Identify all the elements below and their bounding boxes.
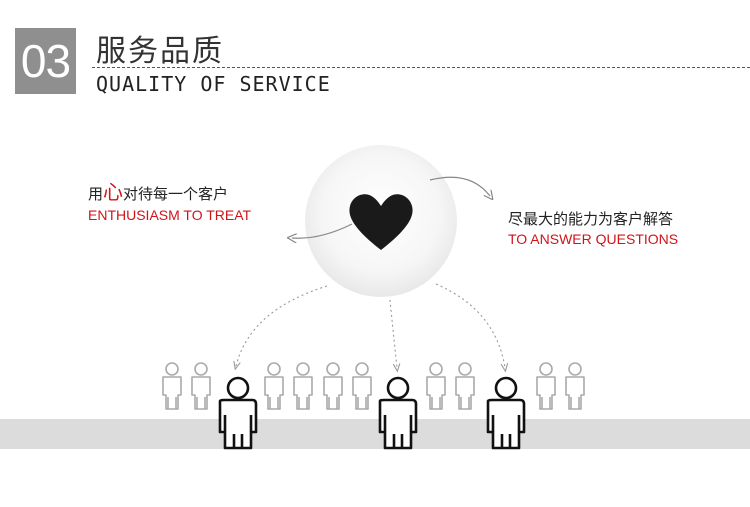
right-caption-cn: 尽最大的能力为客户解答 — [508, 210, 674, 228]
person-icon — [455, 362, 475, 410]
person-icon — [352, 362, 372, 410]
person-icon — [323, 362, 343, 410]
section-title-cn: 服务品质 — [96, 34, 224, 69]
right-caption: 尽最大的能力为客户解答 TO ANSWER QUESTIONS — [508, 208, 678, 247]
person-icon — [486, 376, 526, 450]
dotted-arrow-left — [236, 285, 328, 366]
right-caption-en: TO ANSWER QUESTIONS — [508, 231, 679, 247]
person-icon — [162, 362, 182, 410]
section-number-badge: 03 — [15, 28, 76, 94]
person-icon — [565, 362, 585, 410]
person-icon — [426, 362, 446, 410]
left-caption-prefix: 用 — [88, 185, 104, 203]
person-icon — [264, 362, 284, 410]
left-caption-suffix: 对待每一个客户 — [123, 185, 229, 203]
floor-band — [0, 419, 750, 449]
right-curve-arrow — [429, 176, 490, 196]
person-icon — [378, 376, 418, 450]
left-caption-accent: 心 — [103, 180, 124, 204]
person-icon — [191, 362, 211, 410]
person-icon — [536, 362, 556, 410]
section-number: 03 — [20, 35, 71, 87]
person-icon — [293, 362, 313, 410]
heart-icon — [349, 194, 413, 250]
person-icon — [218, 376, 258, 450]
dotted-arrow-right — [435, 283, 505, 368]
left-curve-arrow — [292, 223, 353, 238]
left-caption: 用心对待每一个客户 ENTHUSIASM TO TREAT — [88, 176, 251, 223]
dotted-arrow-center — [389, 299, 397, 368]
section-title-en: QUALITY OF SERVICE — [96, 72, 331, 96]
left-caption-cn: 用心对待每一个客户 — [88, 176, 251, 205]
title-divider — [92, 67, 750, 68]
left-caption-en: ENTHUSIASM TO TREAT — [88, 207, 252, 223]
